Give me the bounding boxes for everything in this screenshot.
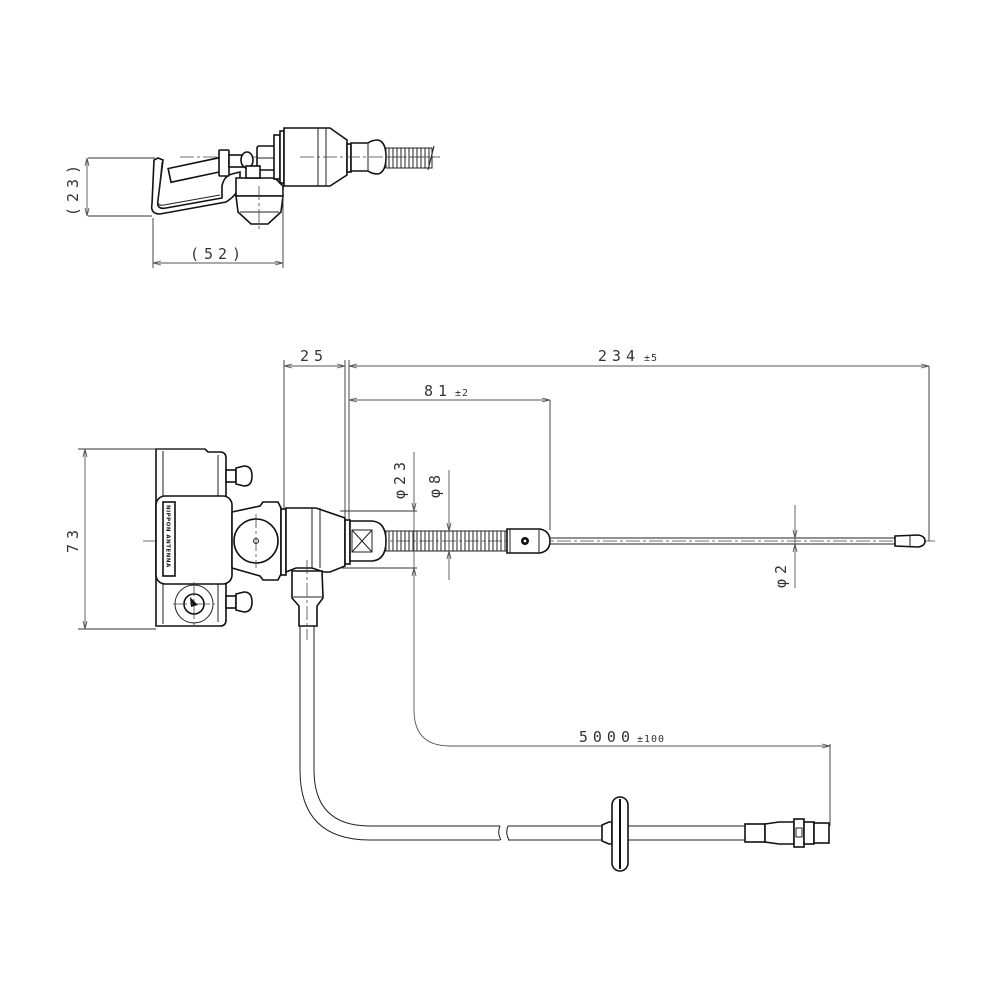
- dim-mount-offset: 25: [300, 347, 328, 365]
- front-view: NIPPON ANTENNA: [64, 347, 935, 872]
- dim-spring-length: 81: [424, 382, 452, 400]
- top-view: (23) (52): [64, 127, 440, 268]
- dim-spring-length-tol: ±2: [455, 388, 469, 399]
- t-junction: [285, 507, 351, 640]
- dim-spring-diameter: φ8: [426, 470, 444, 498]
- brand-label: NIPPON ANTENNA: [165, 505, 171, 568]
- dim-cable-length-tol: ±100: [637, 734, 665, 745]
- dim-height-top: (23): [64, 160, 82, 216]
- dim-overall-length: 234: [598, 347, 640, 365]
- top-spring: [385, 145, 435, 171]
- coax-cable: [299, 626, 830, 872]
- swivel-joint: [231, 501, 287, 581]
- dim-width-top: (52): [190, 245, 246, 263]
- dim-overall-length-tol: ±5: [644, 353, 658, 364]
- dim-cable-length: 5000: [579, 728, 635, 746]
- dim-whip-diameter: φ2: [772, 560, 790, 588]
- dim-base-diameter: φ23: [391, 457, 409, 499]
- dim-base-height: 73: [64, 525, 82, 553]
- base-mount: NIPPON ANTENNA: [155, 448, 253, 627]
